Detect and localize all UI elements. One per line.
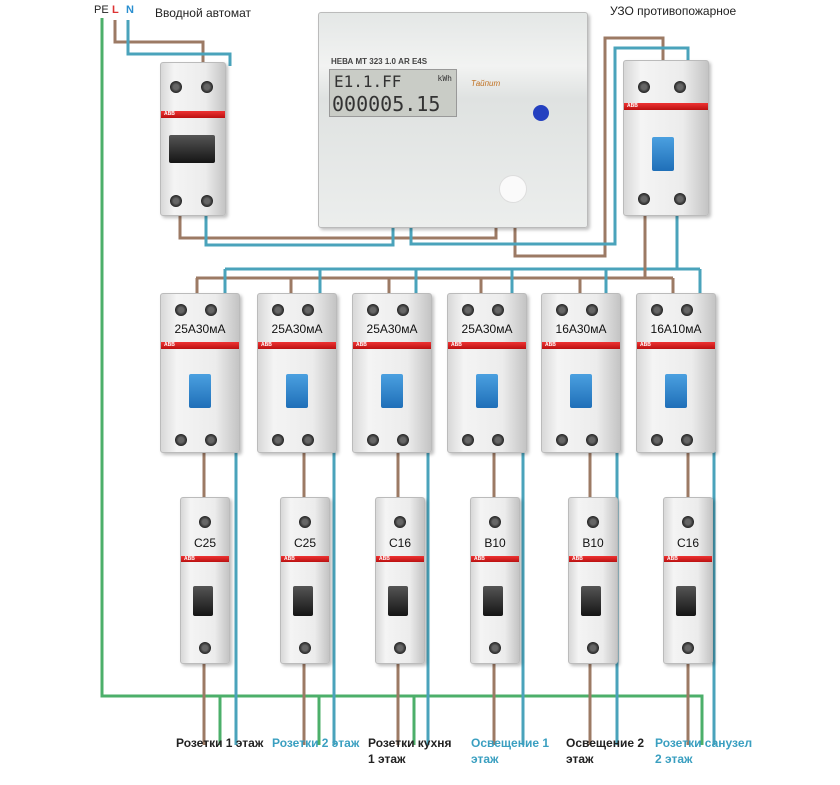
circuit-label: Освещение 1 этаж (471, 736, 550, 766)
breaker-toggle[interactable] (676, 586, 696, 616)
breaker-toggle[interactable] (293, 586, 313, 616)
circuit-breaker-3: C16 ABB (375, 497, 425, 664)
circuit-breaker-2: C25 ABB (280, 497, 330, 664)
circuit-breaker-4: B10 ABB (470, 497, 520, 664)
rcd-1: 25A30мА ABB (160, 293, 240, 453)
main-breaker-label: Вводной автомат (155, 6, 251, 20)
l-breaker-meter (178, 215, 498, 240)
main-circuit-breaker: ABB (160, 62, 226, 216)
circuit-label: Розетки санузел 2 этаж (655, 736, 753, 766)
rcd-rating: 25A30мА (174, 322, 226, 336)
breaker-rating: C16 (388, 536, 411, 550)
fire-rcd-toggle[interactable] (652, 137, 674, 171)
meter-unit: kWh (437, 74, 452, 83)
l-meter-rcd (513, 36, 665, 258)
electricity-meter: НЕВА МТ 323 1.0 AR E4S E1.1.FF kWh 00000… (318, 12, 588, 228)
l-label: L (112, 4, 119, 16)
rcd-toggle[interactable] (189, 374, 211, 408)
main-breaker-toggle[interactable] (169, 135, 215, 163)
circuit-label: Розетки 1 этаж (176, 736, 264, 750)
rcd-6: 16A10мА ABB (636, 293, 716, 453)
rcd-rating: 25A30мА (271, 322, 323, 336)
meter-display: E1.1.FF kWh 000005.15 (329, 69, 457, 117)
n-label: N (126, 4, 134, 16)
breaker-toggle[interactable] (581, 586, 601, 616)
rcd-3: 25A30мА ABB (352, 293, 432, 453)
circuit-breaker-6: C16 ABB (663, 497, 713, 664)
rcd-4: 25A30мА ABB (447, 293, 527, 453)
breaker-rating: B10 (484, 536, 506, 550)
fire-rcd: ABB (623, 60, 709, 216)
pe-wire (100, 18, 704, 745)
meter-reading: 000005.15 (332, 92, 441, 116)
breaker-rating: B10 (582, 536, 604, 550)
breaker-rating: C16 (676, 536, 699, 550)
rcd-5: 16A30мА ABB (541, 293, 621, 453)
rcd-rating: 25A30мА (461, 322, 513, 336)
rcd-rating: 16A30мА (555, 322, 607, 336)
meter-seal (499, 175, 527, 203)
n-breaker-meter (204, 215, 395, 247)
rcd-rating: 25A30мА (366, 322, 418, 336)
rcd-toggle[interactable] (286, 374, 308, 408)
rcd-toggle[interactable] (665, 374, 687, 408)
rcd-rating: 16A10мА (650, 322, 702, 336)
rcd-toggle[interactable] (570, 374, 592, 408)
n-meter-rcd (409, 46, 690, 246)
pe-label: PE (94, 4, 109, 16)
meter-brand: Тайпит (471, 79, 501, 88)
breaker-toggle[interactable] (388, 586, 408, 616)
breaker-toggle[interactable] (193, 586, 213, 616)
circuit-breaker-1: C25 ABB (180, 497, 230, 664)
circuit-breaker-5: B10 ABB (568, 497, 618, 664)
meter-button[interactable] (533, 105, 549, 121)
circuit-label: Розетки 2 этаж (272, 736, 360, 750)
circuit-label: Освещение 2 этаж (566, 736, 645, 766)
breaker-toggle[interactable] (483, 586, 503, 616)
rcd-toggle[interactable] (381, 374, 403, 408)
meter-display-mode: E1.1.FF (334, 72, 402, 91)
breaker-rating: C25 (293, 536, 316, 550)
breaker-rating: C25 (193, 536, 216, 550)
rcd-2: 25A30мА ABB (257, 293, 337, 453)
fire-rcd-label: УЗО противопожарное (610, 4, 737, 18)
meter-model: НЕВА МТ 323 1.0 AR E4S (331, 57, 428, 66)
rcd-toggle[interactable] (476, 374, 498, 408)
n-input-wire (126, 20, 232, 66)
circuit-label: Розетки кухня 1 этаж (368, 736, 452, 766)
